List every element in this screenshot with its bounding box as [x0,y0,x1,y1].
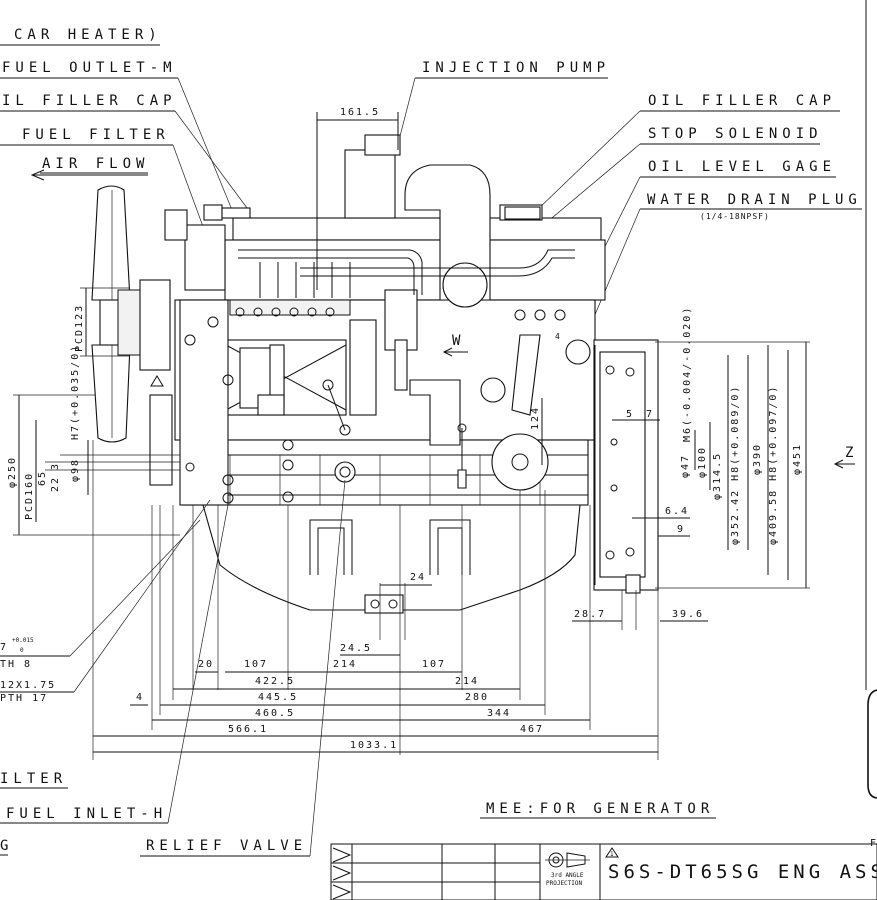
label-air-flow: AIR FLOW [42,156,149,172]
dim-445-5: 445.5 [258,692,298,703]
dim-pcd123: PCD123 [74,304,85,352]
dim-280: 280 [465,692,489,703]
label-car-heater: CAR HEATER) [14,27,162,43]
label-left-tol-upper: +0.015 [12,637,34,644]
label-left-tol-lower: 0 [20,647,24,654]
dim-28-7: 28.7 [574,609,606,620]
dim-4: 4 [136,692,144,703]
dim-9: 9 [677,524,685,535]
dim-22: 22 [50,476,61,492]
dim-phi352-42: φ352.42 H8(+0.089/0) [730,385,741,545]
dim-107-right: 107 [422,659,446,670]
dim-1033-1: 1033.1 [350,740,398,751]
dim-214-left: 214 [333,659,357,670]
label-relief-valve: RELIEF VALVE [146,838,307,854]
dim-24-top: 24 [410,572,426,583]
label-water-drain-plug: WATER DRAIN PLUG [647,192,862,208]
dim-460-5: 460.5 [255,708,295,719]
label-oil-filler-cap-right: OIL FILLER CAP [648,93,836,109]
dim-39-6: 39.6 [672,609,704,620]
dim-m6: M6(-0.004/-0.020) [682,306,693,442]
drawing-title: S6S-DT65SG ENG ASSY [608,861,877,883]
bottom-left-callouts: 7 +0.015 0 TH 8 12X1.75 PTH 17 ILTER FUE… [0,479,346,857]
dim-phi409-58: φ409.58 H8(+0.097/0) [768,385,779,545]
label-fuel-outlet: FUEL OUTLET-M [2,60,177,76]
left-vertical-dimensions: PCD123 φ250 PCD160 65 22 3 φ98 H7(+0.035… [7,287,180,536]
revision-mark: 1 [610,851,614,858]
dim-phi250: φ250 [7,456,18,488]
drawing-border [865,0,877,799]
label-left-depth8: TH 8 [0,659,32,670]
label-oil-filler-cap-left: IL FILLER CAP [2,93,177,109]
dim-5: 5 [626,409,634,420]
dim-7: 7 [646,409,654,420]
dim-467: 467 [520,724,544,735]
label-water-drain-plug-spec: (1/4-18NPSF) [700,212,770,221]
marker-w: W [452,333,465,349]
dim-3: 3 [50,462,61,470]
dim-214-right: 214 [455,676,479,687]
dim-124: 124 [530,406,541,430]
edge-letter: F [870,838,877,849]
dim-h7: H7(+0.035/0) [70,344,81,440]
direction-markers: W Z [442,333,858,469]
dim-24-5: 24.5 [340,643,372,654]
dim-phi47: φ47 [680,454,691,478]
marker-z: Z [845,445,858,461]
dim-4-small: 4 [555,332,561,341]
dim-107-left: 107 [244,659,268,670]
label-left-depth17: PTH 17 [0,693,48,704]
right-vertical-dimensions: 5 7 6.4 9 M6(-0.004/-0.020) φ47 φ100 φ31… [530,306,810,589]
label-left-thread: 12X1.75 [0,680,56,691]
flywheel-housing [593,339,659,594]
left-callouts: CAR HEATER) FUEL OUTLET-M IL FILLER CAP … [0,27,251,233]
label-oil-level-gage: OIL LEVEL GAGE [648,159,836,175]
bottom-dimensions: 24 24.5 20 107 214 107 422.5 214 445.5 2… [92,440,708,760]
top-dimensions: 161.5 [316,107,399,290]
label-left-g: G [0,838,13,854]
dim-161-5: 161.5 [340,107,380,118]
projection-line2: PROJECTION [546,880,583,887]
projection-symbol-icon [545,852,590,868]
label-filter-left: ILTER [0,771,67,787]
label-injection-pump: INJECTION PUMP [422,60,610,76]
dim-6-4: 6.4 [665,506,689,517]
dim-phi100: φ100 [697,446,708,478]
dim-344: 344 [487,708,511,719]
label-fuel-filter: FUEL FILTER [22,127,170,143]
dim-20: 20 [198,659,214,670]
label-left-tol-base: 7 [0,642,8,653]
dim-phi390: φ390 [752,443,763,475]
title-block: 3rd ANGLE PROJECTION 1 S6S-DT65SG ENG AS… [330,838,877,900]
label-stop-solenoid: STOP SOLENOID [648,126,823,142]
engine-block [150,134,606,614]
dim-422-5: 422.5 [255,676,295,687]
label-fuel-inlet: FUEL INLET-H [6,806,167,822]
dim-65: 65 [37,470,48,486]
dim-566-1: 566.1 [228,724,268,735]
note-mee-generator: MEE:FOR GENERATOR [486,801,714,817]
dim-pcd160: PCD160 [24,472,35,520]
dim-phi451: φ451 [792,443,803,475]
cooling-fan [91,185,173,486]
projection-line1: 3rd ANGLE [551,872,584,879]
dim-phi314-5: φ314.5 [712,452,723,500]
